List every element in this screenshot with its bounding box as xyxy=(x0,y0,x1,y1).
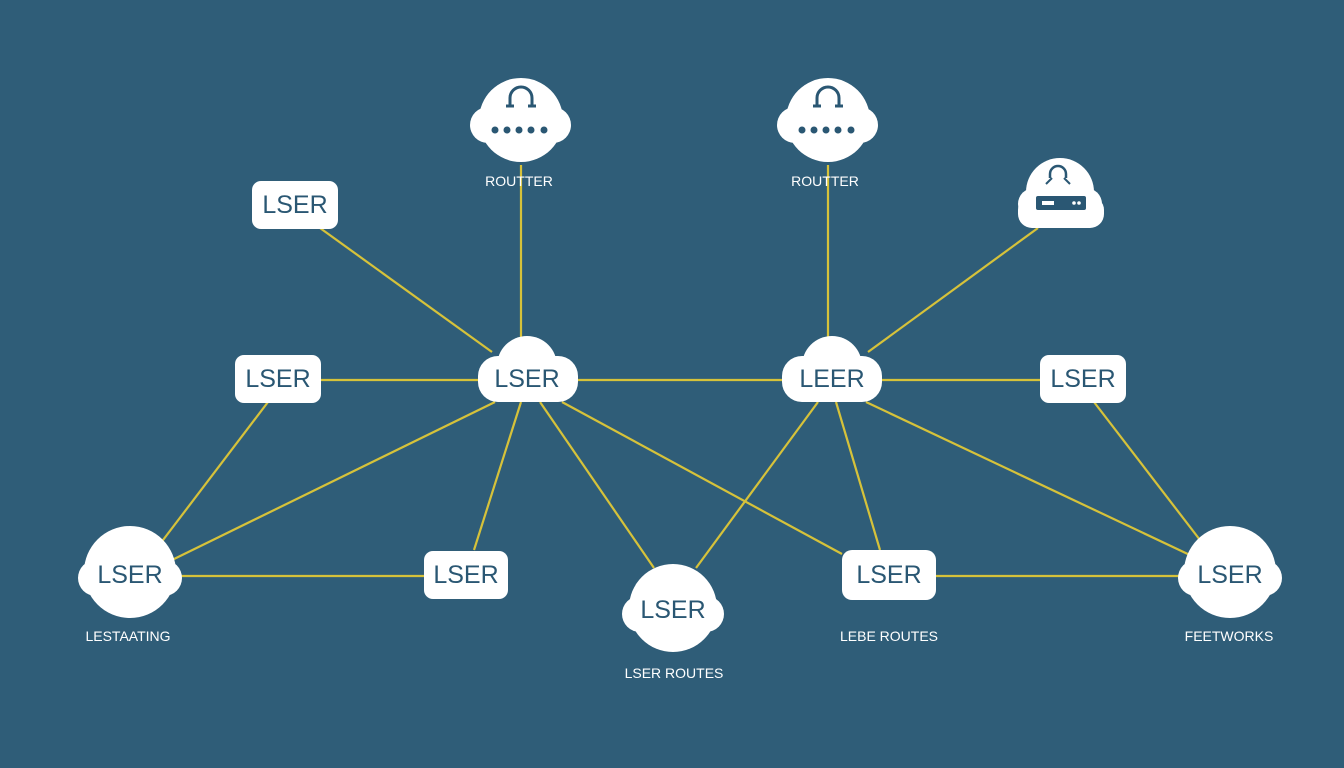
node-label: LSER xyxy=(262,191,327,219)
bottom-node-1[interactable]: LSER LESTAATING xyxy=(78,526,182,644)
router-node-left[interactable]: ROUTTER xyxy=(470,78,571,189)
edge-hub-right-bottom-5 xyxy=(865,401,1193,557)
connection-lines xyxy=(159,165,1201,578)
edge-user-top-hub-left xyxy=(319,227,493,353)
cloud-shape xyxy=(777,78,878,162)
cloud-shape xyxy=(470,78,571,162)
edge-user-left-bottom-1 xyxy=(159,401,269,545)
edge-modem-hub-right xyxy=(867,227,1039,353)
edge-hub-right-bottom-3 xyxy=(695,401,819,569)
edge-hub-right-bottom-4 xyxy=(834,401,882,551)
node-label: LSER xyxy=(433,561,498,589)
user-node-top[interactable]: LSER xyxy=(252,181,338,229)
node-label: LSER xyxy=(1197,561,1262,589)
hub-node-left[interactable]: LSER xyxy=(478,336,578,402)
cloud-shape xyxy=(478,336,578,402)
router-caption-right: ROUTTER xyxy=(791,173,859,189)
edge-hub-left-bottom-2 xyxy=(472,401,523,551)
modem-node[interactable] xyxy=(1018,158,1104,228)
edge-hub-left-bottom-1 xyxy=(171,401,496,561)
cloud-shape xyxy=(78,526,182,618)
node-label: LEER xyxy=(799,365,864,393)
node-label: LSER xyxy=(97,561,162,589)
router-icon xyxy=(798,85,855,134)
node-label: LSER xyxy=(245,365,310,393)
cloud-shape xyxy=(622,564,724,652)
hub-node-right[interactable]: LEER xyxy=(782,336,882,402)
node-caption: LEBE ROUTES xyxy=(840,628,938,644)
node-label: LSER xyxy=(856,561,921,589)
node-caption: FEETWORKS xyxy=(1185,628,1274,644)
edge-hub-left-bottom-4 xyxy=(561,401,843,555)
bottom-node-4[interactable]: LSER LEBE ROUTES xyxy=(840,550,938,644)
edge-hub-left-bottom-3 xyxy=(539,401,655,569)
bottom-node-5[interactable]: LSER FEETWORKS xyxy=(1178,526,1282,644)
bottom-node-2[interactable]: LSER xyxy=(424,551,508,599)
node-label: LSER xyxy=(640,596,705,624)
user-node-left[interactable]: LSER xyxy=(235,355,321,403)
node-caption: LESTAATING xyxy=(85,628,170,644)
router-caption-left: ROUTTER xyxy=(485,173,553,189)
router-node-right[interactable]: ROUTTER xyxy=(777,78,878,189)
user-node-right[interactable]: LSER xyxy=(1040,355,1126,403)
cloud-shape xyxy=(1178,526,1282,618)
cloud-shape xyxy=(782,336,882,402)
modem-icon xyxy=(1036,164,1086,210)
node-label: LSER xyxy=(1050,365,1115,393)
node-caption: LSER ROUTES xyxy=(625,665,724,681)
router-icon xyxy=(491,85,548,134)
edge-user-right-bottom-5 xyxy=(1093,401,1201,541)
cloud-shape xyxy=(1018,158,1104,228)
node-label: LSER xyxy=(494,365,559,393)
bottom-node-3[interactable]: LSER LSER ROUTES xyxy=(622,564,724,681)
